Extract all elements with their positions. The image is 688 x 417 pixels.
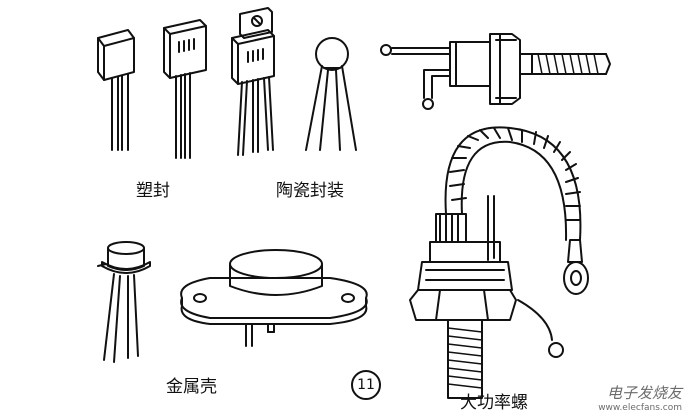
plastic-transistor-small xyxy=(97,29,135,151)
label-power-stud: 大功率螺 xyxy=(460,393,528,413)
metal-to3-transistor xyxy=(180,249,368,347)
ceramic-package xyxy=(305,37,357,151)
power-stud-thread xyxy=(447,327,483,389)
watermark-brand: 电子发烧友 xyxy=(606,384,682,402)
power-stud-device xyxy=(409,126,589,399)
label-plastic: 塑封 xyxy=(136,181,170,201)
label-ceramic: 陶瓷封装 xyxy=(276,181,344,201)
watermark: 电子发烧友 www.elecfans.com xyxy=(598,382,682,413)
plastic-transistor-medium xyxy=(163,19,207,159)
label-metal-case: 金属壳 xyxy=(166,377,217,397)
figure-number: 11 xyxy=(351,370,381,400)
metal-can-transistor xyxy=(97,241,151,363)
plastic-tab-transistor xyxy=(231,7,275,156)
watermark-url: www.elecfans.com xyxy=(598,403,682,413)
stud-diode-horizontal xyxy=(380,33,611,110)
stud-thread-horizontal xyxy=(537,53,599,75)
